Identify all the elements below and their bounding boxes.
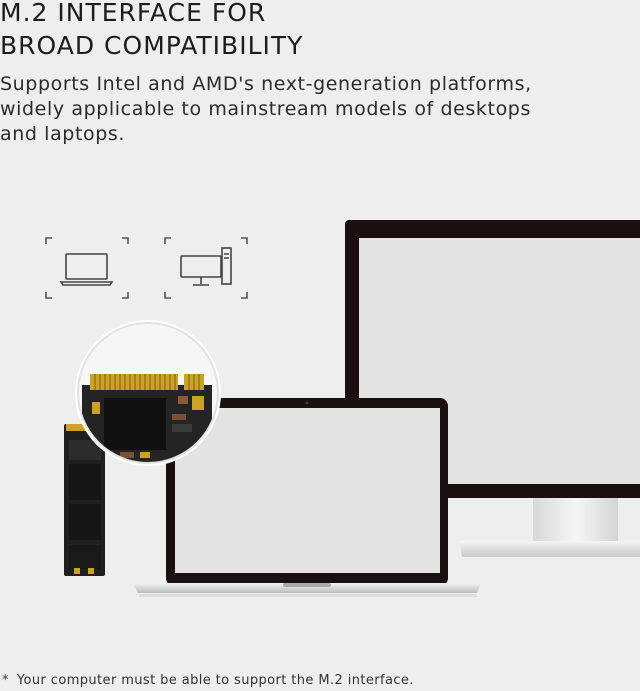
description: Supports Intel and AMD's next-generation…	[0, 72, 532, 147]
laptop	[133, 398, 481, 597]
laptop-icon	[45, 237, 129, 299]
footnote-text: Your computer must be able to support th…	[16, 673, 414, 688]
footnote: * Your computer must be able to support t…	[2, 673, 414, 689]
headline: M.2 INTERFACE FOR BROAD COMPATIBILITY	[0, 0, 303, 62]
connector-zoom	[75, 320, 221, 466]
description-line-1: Supports Intel and AMD's next-generation…	[0, 73, 532, 95]
description-line-3: and laptops.	[0, 123, 126, 145]
description-line-2: widely applicable to mainstream models o…	[0, 98, 531, 120]
headline-line-2: BROAD COMPATIBILITY	[0, 31, 304, 60]
desktop-icon	[164, 237, 248, 299]
headline-line-1: M.2 INTERFACE FOR	[0, 0, 267, 27]
footnote-marker: *	[2, 673, 9, 688]
